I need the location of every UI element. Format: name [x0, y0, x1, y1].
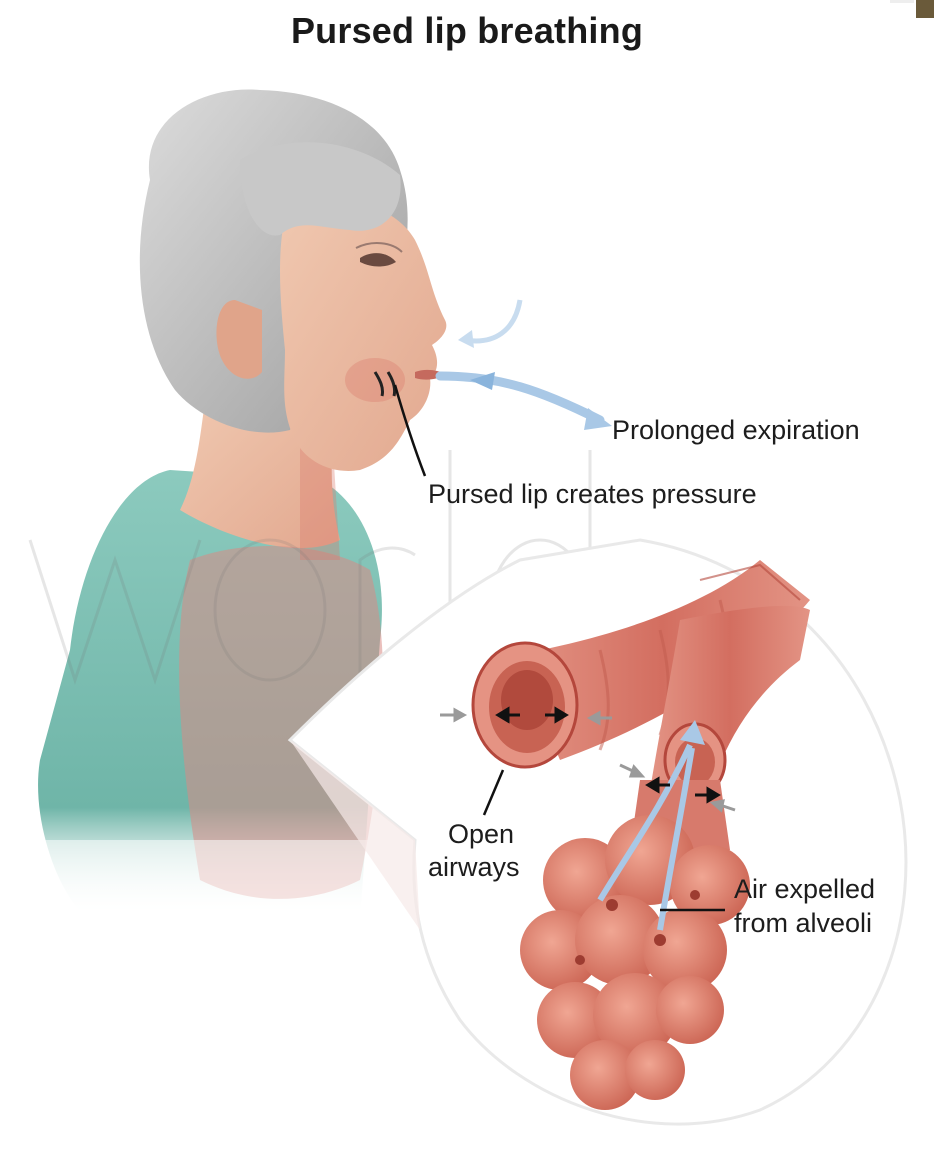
exhale-arrow-icon [440, 372, 612, 430]
label-air-expelled-line1: Air expelled [734, 873, 875, 906]
inhale-arrow-icon [458, 300, 520, 348]
face [280, 197, 446, 471]
label-prolonged-expiration: Prolonged expiration [612, 414, 860, 447]
corner-tab-icon [890, 0, 934, 18]
page-title: Pursed lip breathing [0, 10, 934, 52]
label-open-airways-line1: Open [448, 818, 514, 851]
label-open-airways-line2: airways [428, 851, 520, 884]
label-air-expelled-line2: from alveoli [734, 907, 872, 940]
label-pursed-lip-pressure: Pursed lip creates pressure [428, 478, 757, 511]
